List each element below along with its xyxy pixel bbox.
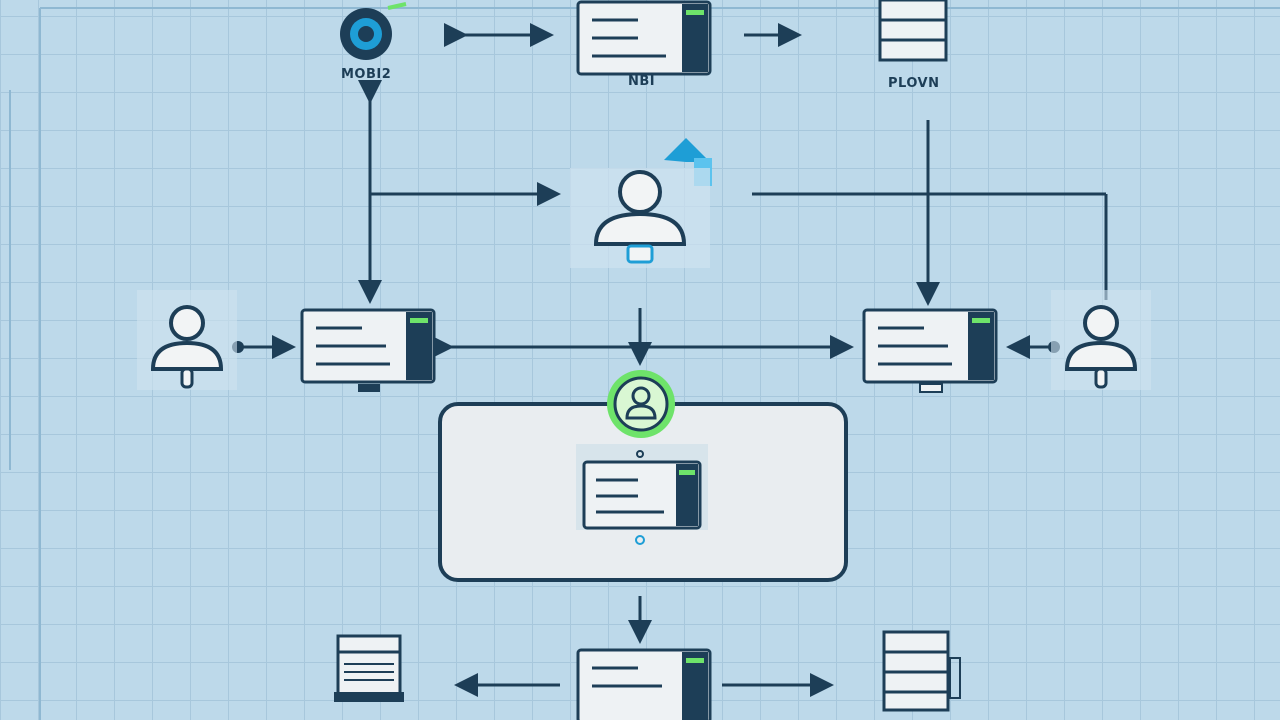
monitor-icon [576, 444, 708, 545]
user-icon [137, 290, 237, 390]
monitor-icon [862, 308, 998, 393]
server-icon [878, 0, 948, 62]
monitor-icon [576, 0, 712, 76]
user-badge-icon [607, 370, 675, 438]
globe-icon [340, 2, 407, 60]
server-icon [882, 630, 961, 712]
printer-icon [334, 634, 404, 702]
label-top-center: NBI [628, 74, 656, 89]
label-top-left: MOBI2 [341, 67, 392, 82]
connectors [240, 23, 1108, 697]
monitor-icon [300, 308, 436, 392]
monitor-icon [576, 648, 712, 720]
user-icon [570, 168, 710, 268]
user-icon [1051, 290, 1151, 390]
label-top-right: PLOVN [888, 76, 940, 91]
